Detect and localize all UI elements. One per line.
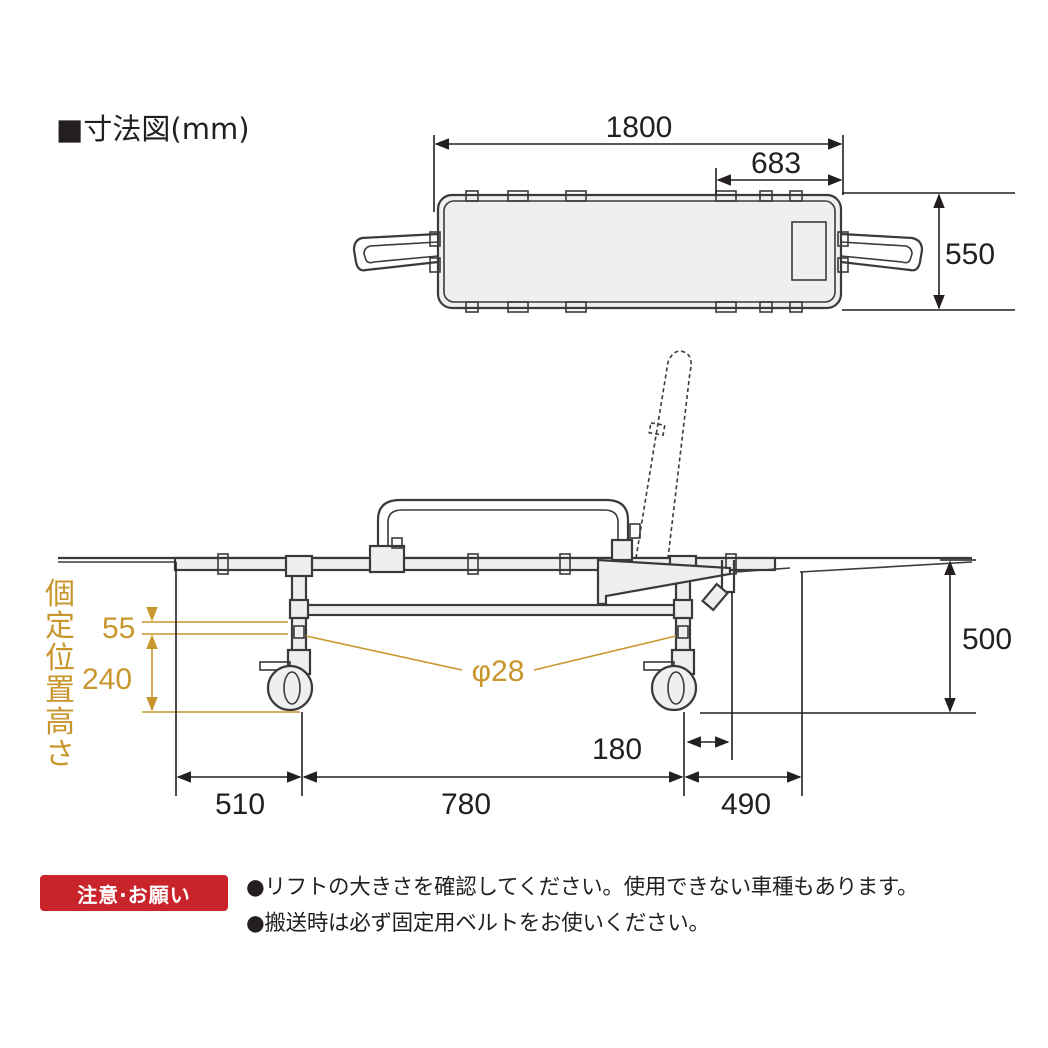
notice-line-1: ●リフトの大きさを確認してください。使用できない車種もあります。 (246, 875, 919, 900)
dim-step-180: 180 (592, 733, 642, 766)
dim-width-550: 550 (945, 238, 995, 271)
vertical-label-fixed-height: 個 定 位 置 高 さ (45, 578, 75, 771)
notice-badge: 注意·お願い (40, 875, 228, 911)
right-caster (650, 664, 698, 712)
dim-length-683: 683 (751, 147, 801, 180)
side-view: φ28 55 240 個 定 位 置 高 さ 500 180 (45, 350, 1012, 821)
left-handle (352, 232, 439, 272)
left-caster (266, 664, 314, 712)
top-handle-bar (376, 498, 630, 556)
svg-text:定: 定 (45, 610, 75, 643)
dim-bottom-510: 510 (215, 788, 265, 821)
stretcher-bed-top (436, 193, 843, 310)
dim-height-500: 500 (962, 623, 1012, 656)
dim-bottom-780: 780 (441, 788, 491, 821)
svg-text:個: 個 (45, 578, 75, 611)
top-view: 1800 683 550 (352, 111, 1015, 313)
dim-length-1800: 1800 (606, 111, 673, 144)
svg-text:位: 位 (45, 642, 75, 675)
name-plate (791, 221, 827, 281)
notice-line-2: ●搬送時は必ず固定用ベルトをお使いください。 (246, 911, 710, 936)
dim-offset-55: 55 (102, 612, 135, 645)
cross-bar (304, 603, 678, 617)
right-handle (840, 232, 924, 272)
notice-list: ●リフトの大きさを確認してください。使用できない車種もあります。 ●搬送時は必ず… (246, 870, 1036, 942)
diagram-title: ■寸法図(mm) (56, 112, 250, 146)
backrest-raised-dashed (635, 350, 692, 559)
dim-pipe-diameter: φ28 (472, 655, 525, 688)
svg-text:さ: さ (45, 738, 75, 771)
dim-offset-240: 240 (82, 663, 132, 696)
dim-bottom-490: 490 (721, 788, 771, 821)
svg-text:高: 高 (45, 706, 75, 739)
svg-text:置: 置 (45, 674, 75, 707)
